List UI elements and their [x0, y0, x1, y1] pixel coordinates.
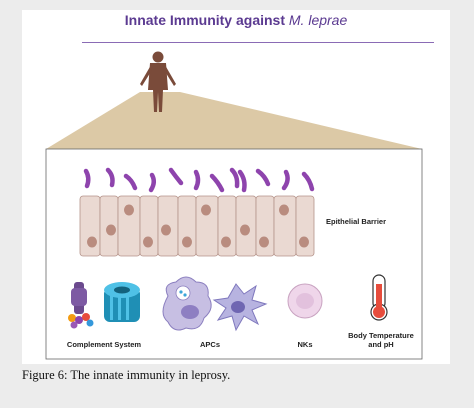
- bacillus: [255, 168, 271, 187]
- bacillus: [148, 172, 156, 193]
- zoom-cone: [46, 92, 422, 149]
- epithelial-barrier: [79, 195, 315, 257]
- complement-protein-icon: [68, 282, 94, 329]
- title-main: Innate Immunity against: [124, 12, 289, 28]
- temperature-label-line1: Body Temperature: [348, 331, 414, 340]
- macrophage-icon: [162, 276, 212, 331]
- bacillus: [123, 173, 138, 191]
- nk-cell-icon: [287, 283, 323, 319]
- caption-text: The innate immunity in leprosy.: [67, 368, 231, 382]
- bacillus: [229, 167, 240, 189]
- apcs-label: APCs: [199, 340, 220, 349]
- caption-prefix: Figure 6:: [22, 368, 68, 382]
- bacillus: [105, 167, 115, 188]
- title-italic: M. leprae: [288, 12, 348, 28]
- bacillus: [237, 169, 247, 193]
- complement-system-label: Complement System: [66, 340, 142, 349]
- title-underline: [82, 42, 434, 43]
- membrane-attack-complex-icon: [104, 282, 140, 322]
- bacillus: [193, 169, 201, 191]
- nks-label: NKs: [297, 340, 313, 349]
- human-figure-icon: [140, 51, 176, 112]
- bacillus: [168, 167, 184, 186]
- temperature-label: Body Temperature and pH: [344, 331, 418, 349]
- bacillus: [301, 171, 315, 192]
- bacillus: [209, 173, 225, 193]
- bacillus: [281, 169, 290, 191]
- thermometer-icon: [370, 274, 388, 321]
- figure-caption: Figure 6: The innate immunity in leprosy…: [22, 368, 442, 383]
- bacillus: [83, 168, 91, 189]
- dendritic-cell-icon: [212, 283, 268, 332]
- figure-title: Innate Immunity against M. leprae: [22, 12, 450, 28]
- temperature-label-line2: and pH: [368, 340, 394, 349]
- epithelial-barrier-label: Epithelial Barrier: [326, 217, 387, 226]
- bacilli-group: [83, 167, 315, 193]
